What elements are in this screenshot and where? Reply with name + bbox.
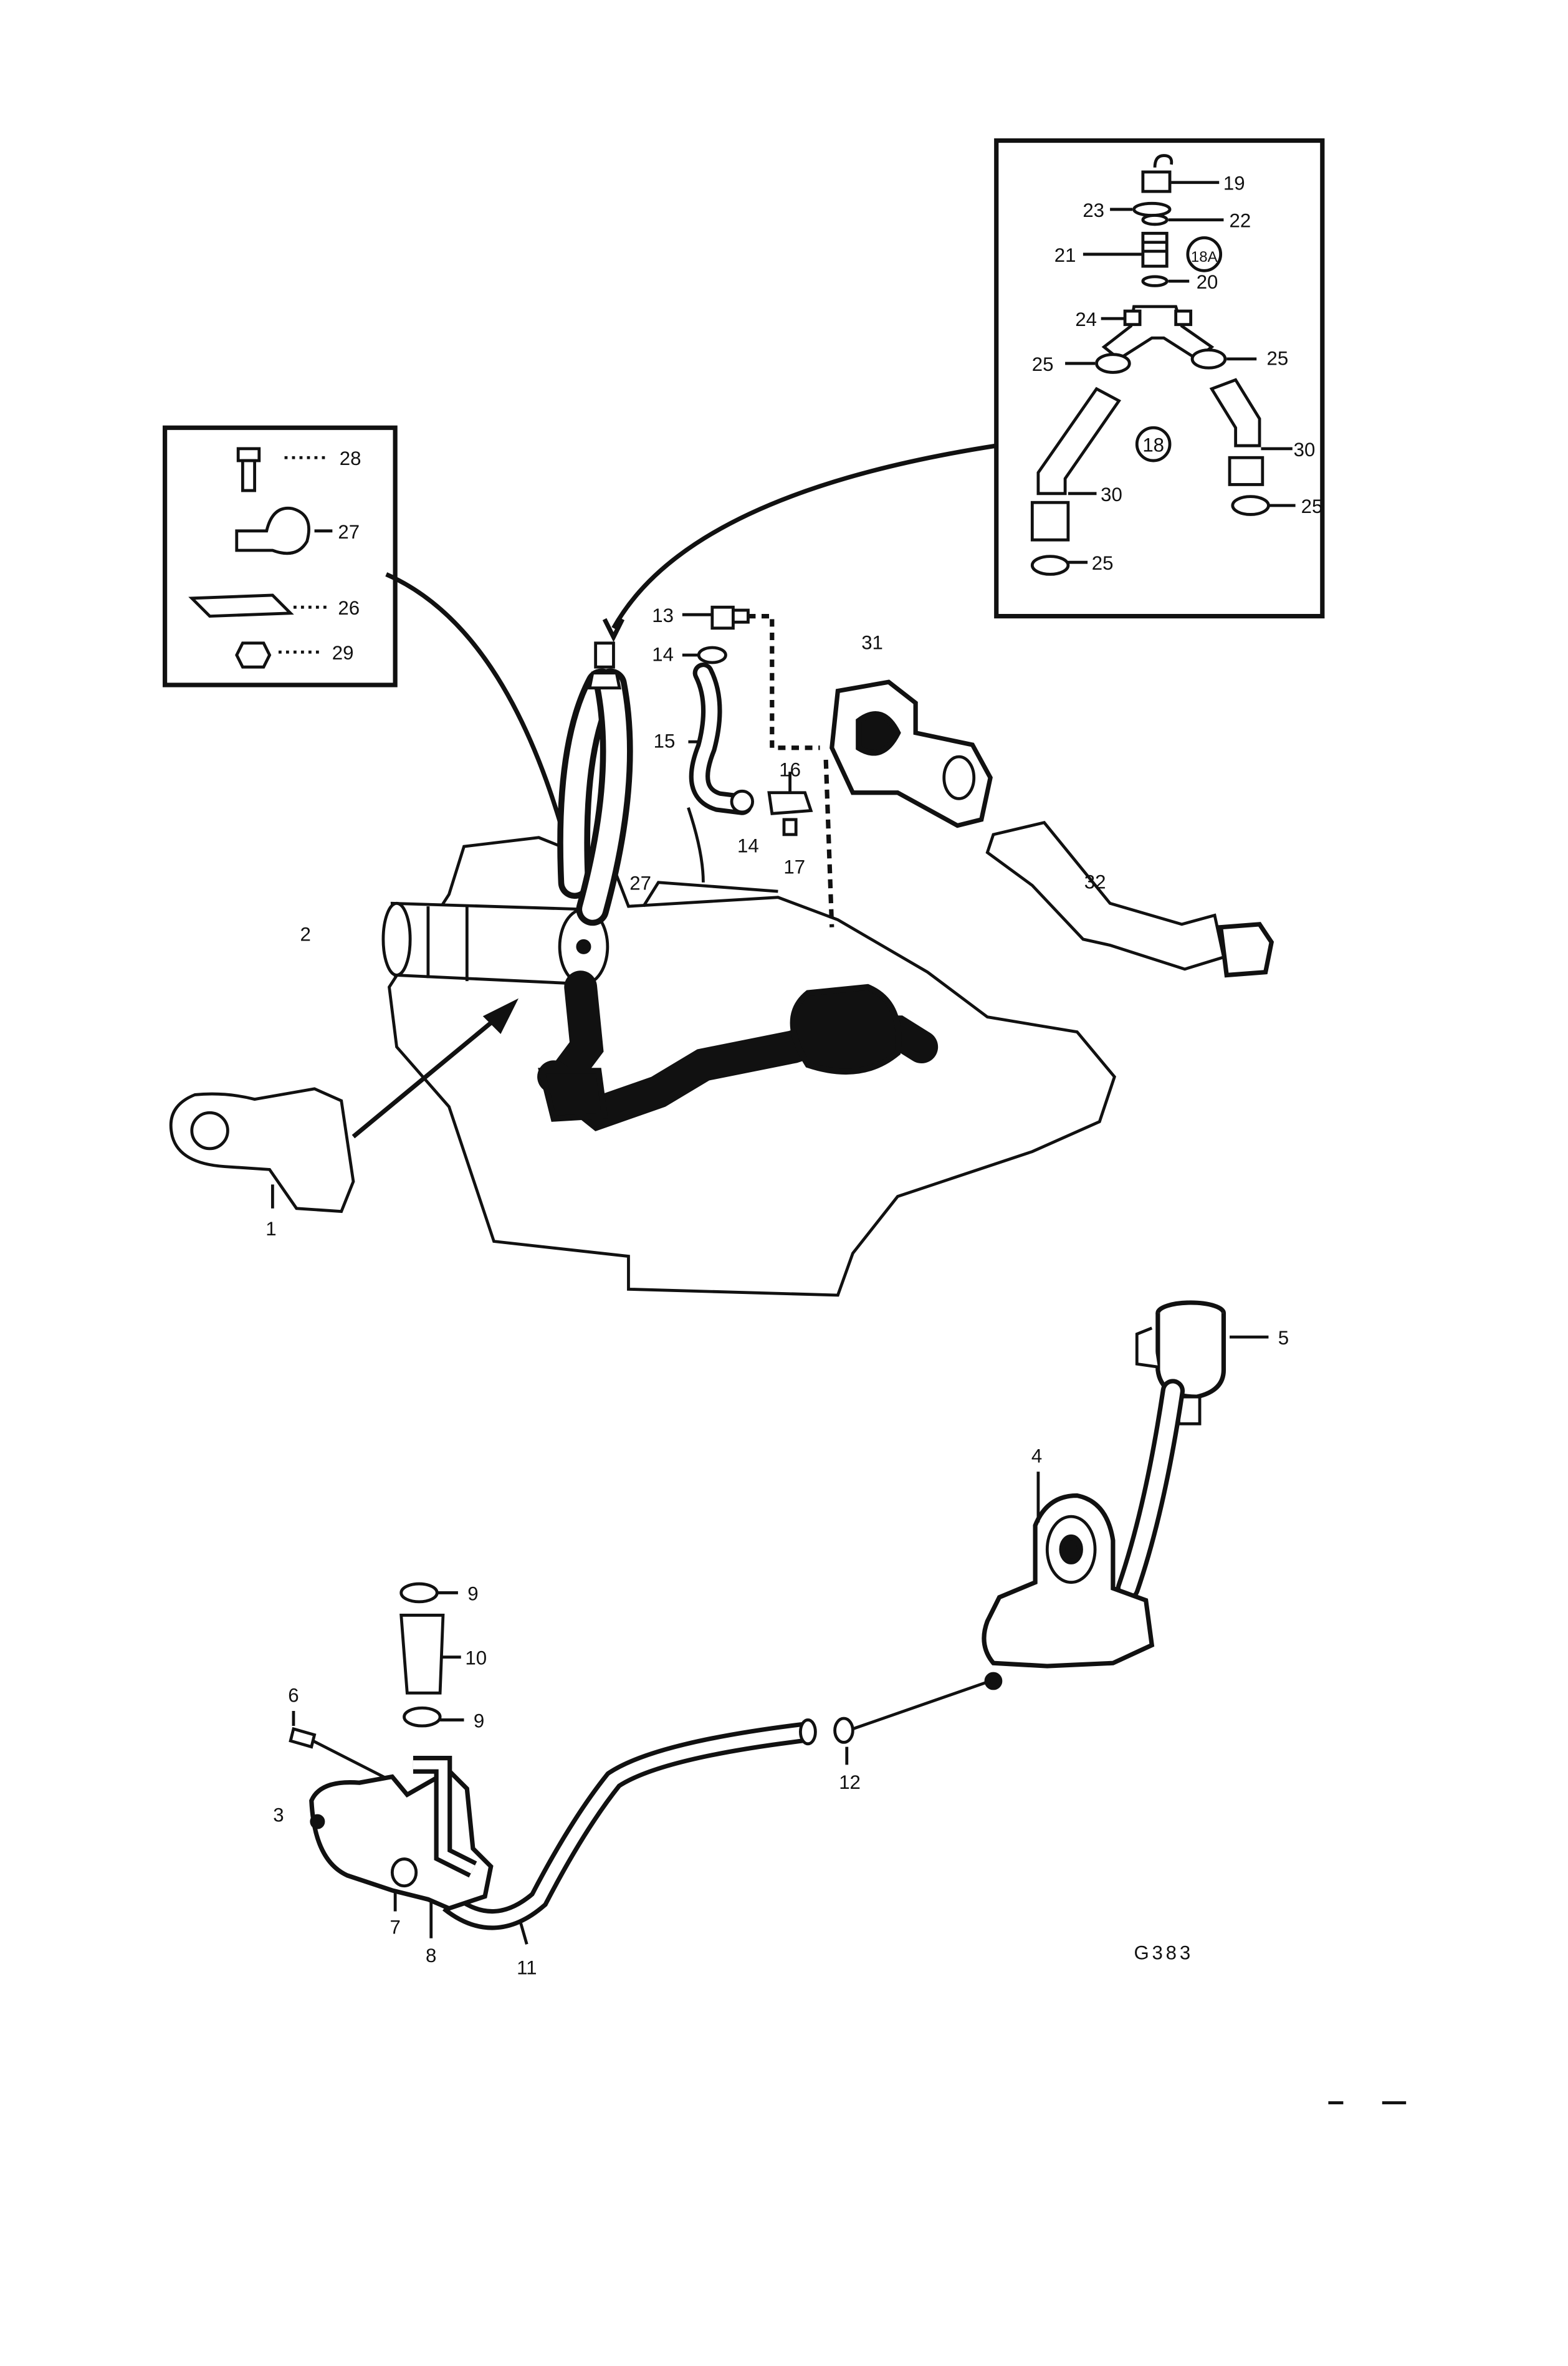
hose-with-clamps: [399, 1582, 464, 1728]
label-part-22: 22: [1229, 210, 1251, 232]
label-part-31: 31: [861, 631, 883, 653]
label-part-19: 19: [1223, 173, 1245, 194]
part-labels: 1 2 3 4 5 6 7 8 9 9 10 11 12 13 14 14 15…: [265, 173, 1322, 1979]
label-part-29: 29: [332, 642, 354, 664]
heat-exchanger: [381, 901, 610, 986]
water-pump-1: [169, 998, 519, 1214]
label-part-15: 15: [654, 730, 676, 752]
label-part-26: 26: [338, 597, 360, 619]
hose-kit-inset: [994, 138, 1325, 619]
label-part-17: 17: [783, 856, 805, 878]
label-part-6: 6: [288, 1685, 299, 1707]
coolant-hoses: [537, 641, 939, 1131]
label-part-9a: 9: [467, 1583, 478, 1604]
label-part-32: 32: [1084, 871, 1106, 893]
label-part-24: 24: [1075, 309, 1097, 330]
label-part-23: 23: [1083, 199, 1104, 221]
sea-water-filter: [1135, 1300, 1269, 1425]
raw-water-pipe: [442, 1718, 817, 1945]
label-part-4: 4: [1031, 1445, 1042, 1467]
label-part-27b: 27: [629, 873, 651, 894]
label-part-21: 21: [1054, 244, 1076, 266]
clamp-kit-inset: [163, 425, 398, 687]
label-part-3: 3: [273, 1804, 284, 1826]
label-part-30b: 30: [1294, 439, 1316, 461]
label-part-8: 8: [426, 1945, 436, 1966]
thermostat-housing: [829, 679, 1274, 978]
label-part-11: 11: [517, 1957, 537, 1978]
drawing-code: G383: [1134, 1942, 1193, 1963]
label-part-5: 5: [1278, 1327, 1289, 1349]
callout-18a: 18A: [1191, 249, 1218, 266]
thermostat-fittings: [682, 605, 834, 927]
label-part-10: 10: [465, 1647, 487, 1669]
bolt-6: [289, 1711, 390, 1781]
label-part-25a: 25: [1032, 353, 1054, 375]
label-part-12: 12: [839, 1771, 861, 1793]
label-part-2: 2: [300, 923, 310, 945]
label-part-28: 28: [340, 448, 361, 469]
callout-18: 18: [1142, 434, 1164, 456]
label-part-25d: 25: [1092, 552, 1114, 574]
label-part-9b: 9: [474, 1710, 484, 1731]
label-part-30a: 30: [1101, 484, 1122, 505]
sea-water-pump-3: [309, 1756, 494, 1938]
label-part-25c: 25: [1301, 496, 1323, 517]
sea-water-pump-4: [982, 1472, 1155, 1690]
label-part-13: 13: [652, 605, 674, 626]
label-part-27a: 27: [338, 521, 360, 543]
label-part-1: 1: [265, 1218, 276, 1240]
label-part-16: 16: [779, 759, 801, 780]
label-part-14a: 14: [652, 644, 674, 666]
label-part-20: 20: [1197, 271, 1218, 293]
label-part-7: 7: [390, 1917, 400, 1938]
label-part-25b: 25: [1266, 347, 1288, 369]
label-part-14b: 14: [737, 835, 759, 857]
